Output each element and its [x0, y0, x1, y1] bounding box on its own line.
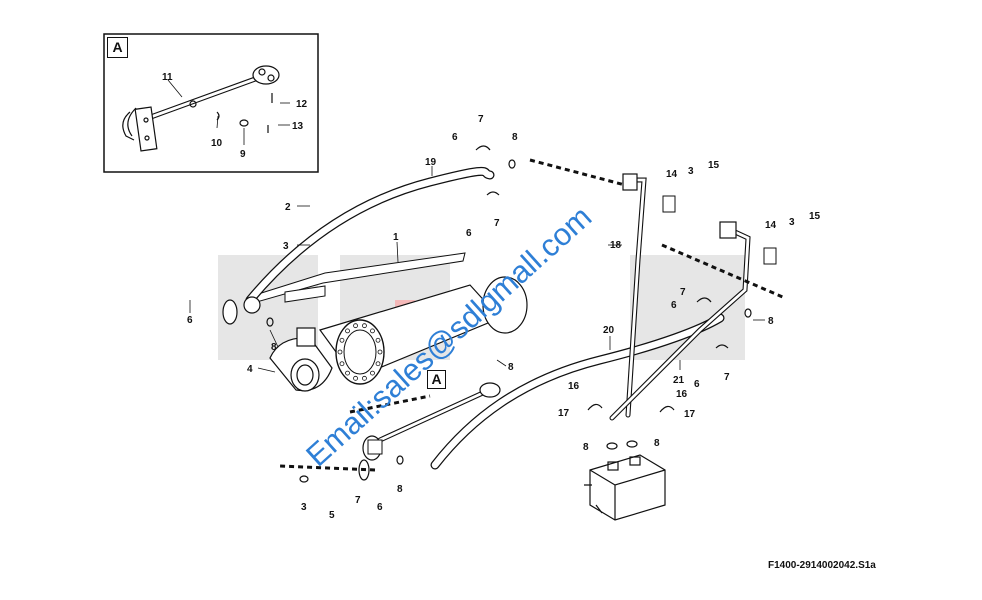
view-label-box: A: [427, 370, 446, 389]
label-15a: 15: [708, 160, 720, 171]
flange-bolt: [339, 337, 345, 343]
label-8d: 8: [508, 362, 514, 373]
label-7c: 7: [680, 287, 686, 298]
label-15b: 15: [809, 211, 821, 222]
label-3d: 3: [301, 502, 307, 513]
label-3b: 3: [688, 166, 694, 177]
label-6b: 6: [466, 228, 472, 239]
label-6e: 6: [694, 379, 700, 390]
flange-bolt: [339, 361, 345, 367]
label-3a: 3: [283, 241, 289, 252]
label-19: 19: [425, 157, 437, 168]
label-4: 4: [247, 364, 253, 375]
label-17a: 17: [558, 408, 570, 419]
label-16a: 16: [568, 381, 580, 392]
part-number-labels: 11 12 13 10 9 6 7 8 19 6 7 2 3 1 6 8 4 1…: [162, 72, 821, 521]
label-6a: 6: [452, 132, 458, 143]
label-11: 11: [162, 72, 173, 83]
label-9: 9: [240, 149, 246, 160]
label-16b: 16: [676, 389, 688, 400]
leader-lines: [167, 79, 765, 373]
label-1: 1: [393, 232, 399, 243]
label-12: 12: [296, 99, 308, 110]
flange-bolt: [345, 328, 350, 334]
label-8c: 8: [768, 316, 774, 327]
label-8g: 8: [397, 484, 403, 495]
flange-bolt: [370, 328, 375, 334]
label-3c: 3: [789, 217, 795, 228]
label-17b: 17: [684, 409, 696, 420]
flange-bolt: [370, 370, 375, 376]
label-7b: 7: [494, 218, 500, 229]
label-8e: 8: [583, 442, 589, 453]
control-valve: [584, 454, 666, 521]
label-6d: 6: [671, 300, 677, 311]
label-6f: 6: [377, 502, 383, 513]
flange-bolt: [345, 370, 350, 376]
detail-pipe-assembly: [122, 65, 280, 152]
flange-bolt: [353, 323, 358, 329]
figure-reference: F1400-2914002042.S1a: [768, 560, 876, 571]
flange-bolt: [375, 337, 381, 343]
flange-bolt: [362, 323, 367, 329]
label-20: 20: [603, 325, 615, 336]
flange-bolt: [337, 349, 343, 355]
detail-label-box: A: [107, 37, 128, 58]
flange-bolt: [377, 349, 383, 355]
flange-bolt: [375, 361, 381, 367]
label-14a: 14: [666, 169, 678, 180]
label-8a: 8: [512, 132, 518, 143]
label-6c: 6: [187, 315, 193, 326]
label-2: 2: [285, 202, 291, 213]
label-10: 10: [211, 138, 223, 149]
flange-bolt: [362, 375, 367, 381]
label-13: 13: [292, 121, 304, 132]
label-8f: 8: [654, 438, 660, 449]
label-8b: 8: [271, 342, 277, 353]
label-7a: 7: [478, 114, 484, 125]
flange-bolt: [353, 375, 358, 381]
label-14b: 14: [765, 220, 777, 231]
hydraulic-cylinder: [252, 252, 528, 392]
label-18: 18: [610, 240, 622, 251]
label-5: 5: [329, 510, 335, 521]
label-21: 21: [673, 375, 685, 386]
label-7e: 7: [355, 495, 361, 506]
label-7d: 7: [724, 372, 730, 383]
